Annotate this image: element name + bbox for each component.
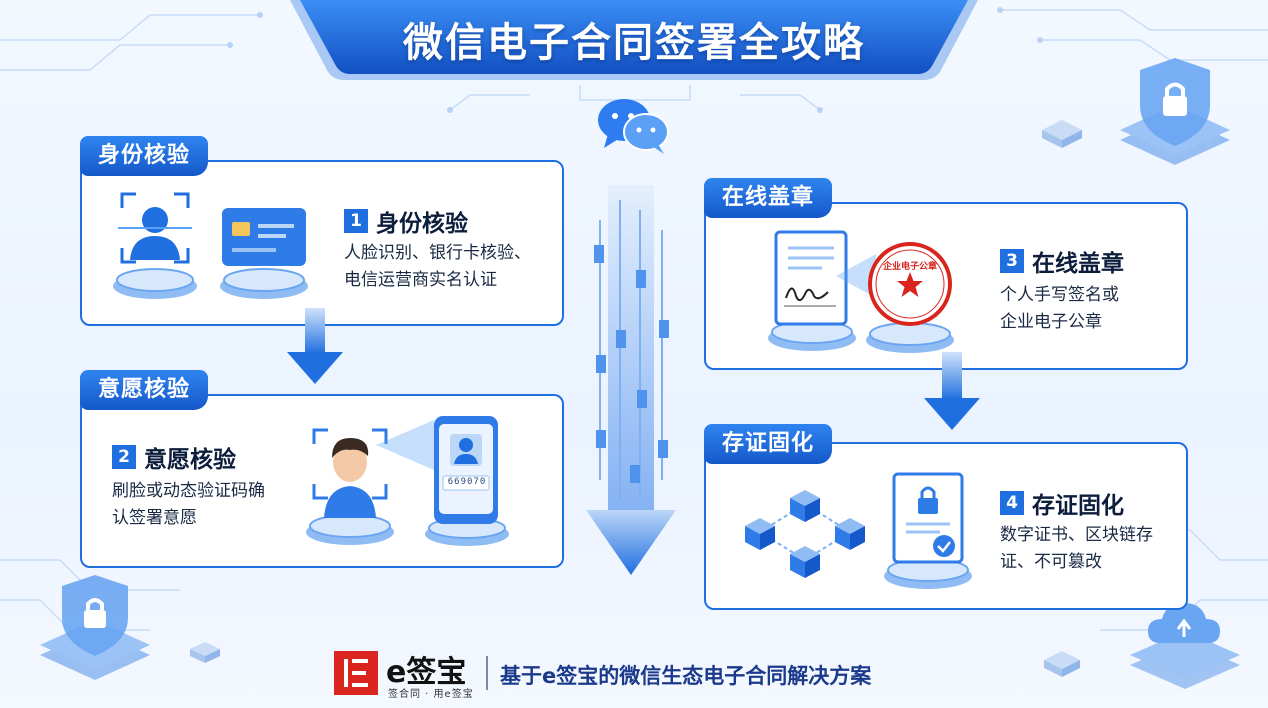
footer-divider [486,656,488,690]
step-title-intent: 2 意愿核验 [112,440,236,474]
arrow-down-icon [924,352,980,430]
tab-intent: 意愿核验 [80,370,209,410]
step-desc-intent: 刷脸或动态验证码确 认签署意愿 [112,481,265,528]
page-title: 微信电子合同签署全攻略 [403,20,865,66]
esign-logo-icon [334,651,378,695]
shield-lock-icon [40,575,150,680]
contract-signature-icon [768,230,856,351]
arrow-down-icon [287,308,343,384]
wechat-icon [598,99,669,154]
tab-seal: 在线盖章 [704,178,833,218]
blockchain-icon [745,490,865,578]
step-desc-identity: 人脸识别、银行卡核验、 电信运营商实名认证 [344,243,531,290]
phone-face-icon [425,416,509,546]
step-desc-seal: 个人手写签名或 企业电子公章 [1000,285,1119,332]
bank-card-icon [220,208,308,299]
logo-slogan: 签合同 · 用e签宝 [388,689,474,700]
cube-decoration-icon [1044,651,1080,677]
certificate-lock-icon [884,472,972,589]
seal-text: 企业电子公章 [882,262,937,272]
cube-decoration-icon [190,642,220,663]
title-banner [290,0,978,80]
step-number: 3 [1000,249,1024,273]
cloud-icon [1130,603,1240,689]
verification-code: 669070 [447,477,487,487]
cube-decoration-icon [1042,120,1082,148]
step-desc-evidence: 数字证书、区块链存 证、不可篡改 [1000,525,1153,572]
tab-identity: 身份核验 [80,136,209,176]
step-number: 4 [1000,491,1024,515]
face-scan-icon [113,192,197,299]
red-seal-icon [866,242,954,353]
shield-lock-icon [1120,58,1230,165]
step-number: 1 [344,209,368,233]
step-number: 2 [112,445,136,469]
logo-text: e签宝 [386,655,467,690]
face-recognition-icon [306,428,394,545]
scan-beam [836,254,876,298]
footer-tagline: 基于e签宝的微信生态电子合同解决方案 [500,664,872,688]
step-title-evidence: 4 存证固化 [1000,486,1124,520]
step-title-seal: 3 在线盖章 [1000,244,1124,278]
tab-evidence: 存证固化 [704,424,833,464]
step-title-identity: 1 身份核验 [344,204,468,238]
scan-beam [376,420,434,470]
